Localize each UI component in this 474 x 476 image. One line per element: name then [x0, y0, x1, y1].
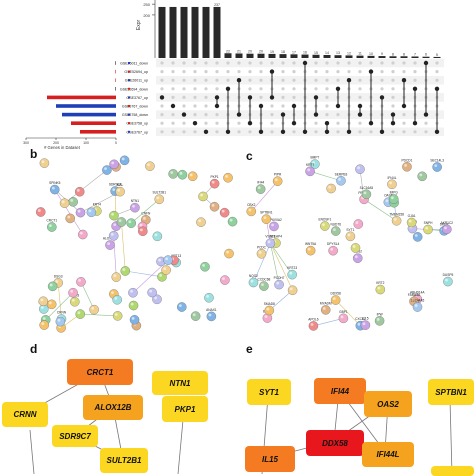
hub-node-sult2b1[interactable]: SULT2B1 [100, 448, 148, 473]
hub-node-sptbn1[interactable]: SPTBN1 [428, 379, 474, 405]
hub-node-alox12b[interactable]: ALOX12B [83, 395, 143, 420]
hub-node-oas2[interactable]: OAS2 [364, 391, 412, 417]
hub-node-partial[interactable] [431, 466, 474, 476]
hub-node-syt1[interactable]: SYT1 [247, 379, 291, 405]
hub-node-ifi44l[interactable]: IFI44L [362, 442, 414, 467]
hub-node-ddx58[interactable]: DDX58 [306, 430, 364, 456]
hub-node-il15[interactable]: IL15 [245, 446, 295, 472]
hub-node-sdr9c7[interactable]: SDR9C7 [52, 425, 98, 447]
edge-pkp1-stub [178, 420, 183, 474]
hub-node-ntn1[interactable]: NTN1 [152, 371, 208, 395]
edge-crnn-stub [30, 430, 34, 474]
hub-node-crct1[interactable]: CRCT1 [67, 359, 133, 385]
hub-node-ifi44[interactable]: IFI44 [314, 378, 366, 404]
hub-node-pkp1[interactable]: PKP1 [162, 396, 208, 422]
edge-sptbn1-stub [450, 400, 452, 474]
hub-node-crnn[interactable]: CRNN [2, 402, 48, 427]
